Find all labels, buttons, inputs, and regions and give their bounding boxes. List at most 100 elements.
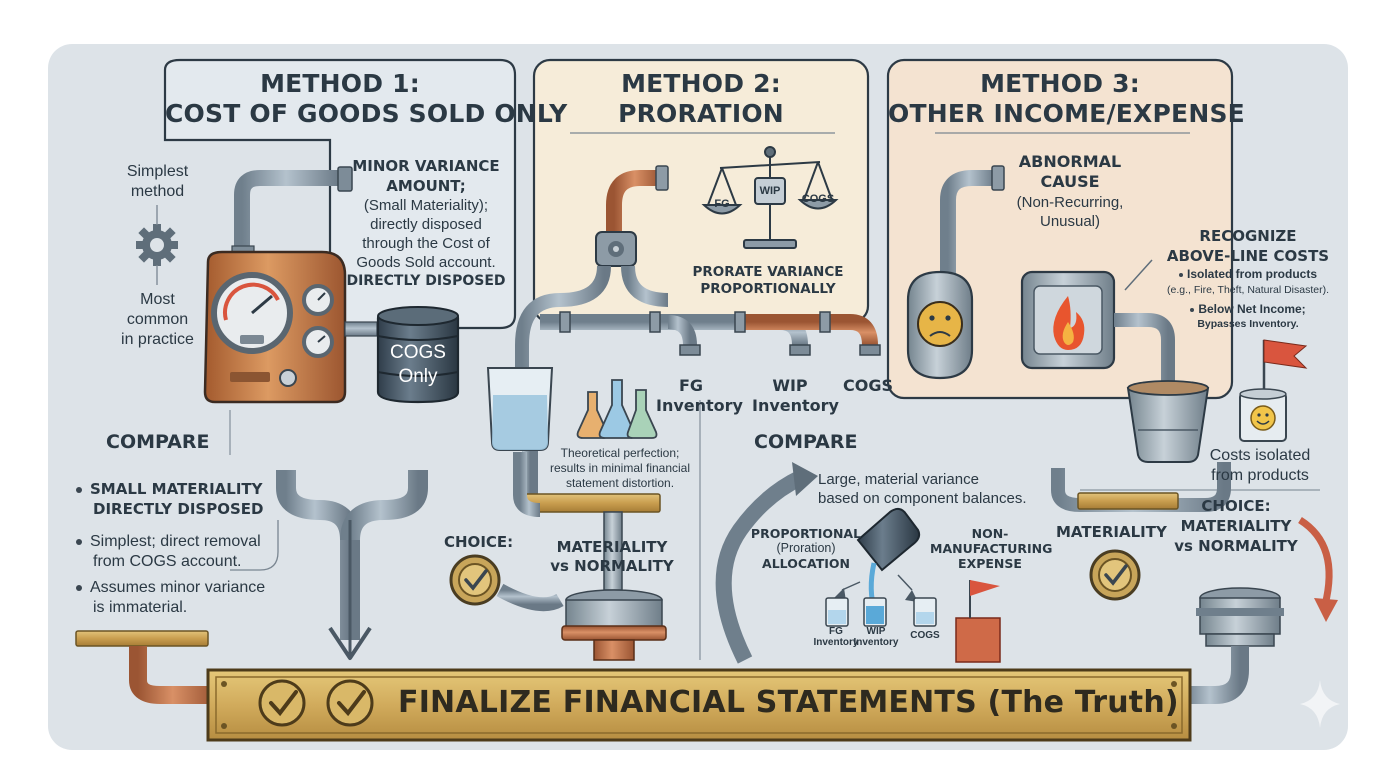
choice-right-2: MATERIALITY — [1180, 517, 1292, 535]
materiality-center-2: vs NORMALITY — [550, 557, 674, 575]
barrel-icon — [376, 306, 460, 404]
sad-face-icon — [906, 270, 974, 380]
m1-note-body-1: (Small Materiality); — [363, 197, 489, 214]
bullet2-line2: from COGS account. — [93, 553, 242, 570]
gear-icon — [136, 224, 178, 266]
m2-caption-3: statement distortion. — [565, 476, 675, 490]
barrel-label-2: Only — [398, 366, 438, 387]
method3-title-line1: METHOD 3: — [980, 69, 1140, 98]
isolated-label-1: Costs isolated — [1209, 447, 1311, 464]
bullet3-line2: is immaterial. — [93, 599, 188, 616]
lower-left-bullet-3: Assumes minor variance is immaterial. — [76, 578, 306, 618]
bullet3-line1: Assumes minor variance — [90, 579, 266, 596]
m1-note-body-4: Goods Sold account. — [356, 254, 496, 271]
scale-label-fg: FG — [714, 198, 730, 210]
check-badge-icon-1 — [258, 679, 306, 727]
smiley-can-icon — [1239, 388, 1287, 442]
isolated-label-2: from products — [1211, 467, 1309, 484]
nonmanufacturing-2: MANUFACTURING — [930, 541, 1053, 556]
output-wip-1: WIP — [772, 376, 808, 395]
lower-left-bullet-2: Simplest; direct removal from COGS accou… — [76, 532, 306, 572]
proportional-1: PROPORTIONAL — [750, 526, 862, 541]
flask-icon — [576, 379, 658, 439]
output-wip-2: Inventory — [752, 396, 839, 415]
curved-arrow-icon — [715, 462, 818, 664]
m3-recognize-1: RECOGNIZE — [1199, 227, 1297, 245]
bullet-dot — [76, 486, 82, 493]
cup-label-wip: WIP Inventory — [853, 626, 899, 648]
method3-title-line2: OTHER INCOME/EXPENSE — [888, 99, 1245, 128]
bullet-dot — [1190, 307, 1195, 312]
cup-label-fg: FG Inventory — [813, 626, 859, 648]
m1-side-bottom-3: in practice — [121, 331, 194, 348]
bullet1-line2: DIRECTLY DISPOSED — [93, 500, 264, 518]
bullet-dot — [76, 538, 82, 545]
m1-side-top-2: method — [130, 183, 185, 200]
nonmanufacturing-3: EXPENSE — [958, 556, 1022, 571]
m3-bullet1-body: (e.g., Fire, Theft, Natural Disaster). — [1166, 284, 1330, 296]
m1-note-heading-2: AMOUNT; — [386, 177, 466, 195]
bullet1-line1: SMALL MATERIALITY — [90, 480, 263, 498]
cup-label-cogs: COGS — [910, 630, 940, 641]
bullet-dot — [76, 584, 82, 591]
m1-side-top-1: Simplest — [126, 163, 189, 180]
materiality-right: MATERIALITY — [1056, 523, 1167, 541]
choice-left: CHOICE: — [444, 533, 514, 551]
method2-title-line1: METHOD 2: — [621, 69, 781, 98]
m3-cause-body-1: (Non-Recurring, — [1016, 194, 1124, 211]
m3-bullet1-heading: Isolated from products — [1160, 267, 1336, 282]
m1-note-footer: DIRECTLY DISPOSED — [346, 273, 506, 289]
prorate-label-1: PRORATE VARIANCE — [692, 264, 844, 280]
m3-recognize-2: ABOVE-LINE COSTS — [1166, 247, 1330, 265]
check-badge-icon-2 — [326, 679, 374, 727]
fire-icon — [1020, 270, 1116, 370]
filter-machine — [1196, 587, 1284, 647]
output-cogs: COGS — [843, 376, 893, 395]
proportional-3: ALLOCATION — [762, 556, 850, 571]
m1-note-heading-1: MINOR VARIANCE — [352, 157, 500, 175]
m3-bullet2-body: Bypasses Inventory. — [1197, 318, 1299, 330]
beaker-icon — [486, 367, 554, 517]
choice-right-3: vs NORMALITY — [1174, 537, 1298, 555]
compare-left: COMPARE — [106, 431, 210, 453]
banner-label: FINALIZE FINANCIAL STATEMENTS (The Truth… — [398, 685, 1179, 720]
compare-middle: COMPARE — [754, 431, 858, 453]
materiality-center-1: MATERIALITY — [556, 538, 668, 556]
m1-note-body-2: directly disposed — [370, 216, 482, 233]
m3-cause-heading-1: ABNORMAL — [1018, 152, 1122, 171]
m3-bullet1-heading-text: Isolated from products — [1186, 267, 1317, 281]
m3-cause-body-2: Unusual) — [1039, 213, 1101, 230]
lower-left-bullet-1: SMALL MATERIALITY DIRECTLY DISPOSED — [76, 479, 286, 519]
choice-right-1: CHOICE: — [1201, 497, 1271, 515]
method1-title-line1: METHOD 1: — [260, 69, 420, 98]
sparkle-icon — [1300, 680, 1340, 728]
method2-title-line2: PRORATION — [618, 99, 784, 128]
middle-text-2: based on component balances. — [818, 490, 1027, 507]
scale-label-wip: WIP — [759, 185, 781, 197]
scale-label-cogs: COGS — [801, 193, 835, 205]
flag-icon — [1262, 339, 1308, 395]
bullet-dot — [1178, 272, 1183, 277]
nonmanufacturing-1: NON- — [971, 526, 1009, 541]
m1-note-body-3: through the Cost of — [362, 235, 490, 252]
balance-scale-icon — [701, 146, 839, 249]
m3-cause-heading-2: CAUSE — [1040, 172, 1100, 191]
bucket-icon — [1126, 380, 1210, 463]
prorate-label-2: PROPORTIONALLY — [700, 281, 836, 297]
output-fg-2: Inventory — [656, 396, 743, 415]
m3-bullet2-heading-text: Below Net Income; — [1198, 302, 1306, 316]
m2-caption-1: Theoretical perfection; — [560, 446, 680, 460]
m1-side-bottom-1: Most — [140, 291, 175, 308]
pressure-gauge-icon — [203, 250, 347, 404]
output-fg-1: FG — [678, 376, 704, 395]
method1-title-line2: COST OF GOODS SOLD ONLY — [165, 99, 568, 128]
m1-side-bottom-2: common — [126, 311, 189, 328]
m2-caption-2: results in minimal financial — [549, 461, 691, 475]
barrel-label-1: COGS — [390, 342, 446, 363]
final-banner — [206, 668, 1192, 742]
barrel-pour-icon — [825, 508, 937, 627]
proportional-2: (Proration) — [776, 541, 836, 555]
m3-bullet2-heading: Below Net Income; — [1160, 302, 1336, 317]
